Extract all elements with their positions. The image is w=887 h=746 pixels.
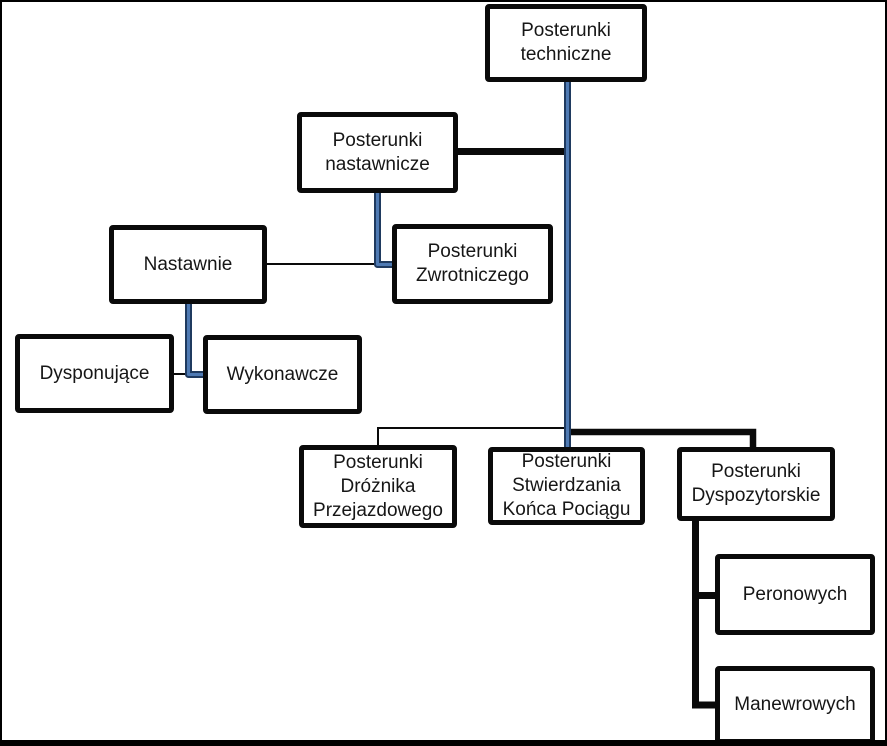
node-label: Wykonawcze xyxy=(226,363,339,385)
node-label: Nastawnie xyxy=(143,253,233,275)
node-label: Posterunki Zwrotniczego xyxy=(416,241,529,286)
node-peronowych: Peronowych xyxy=(715,554,875,635)
node-posterunki-dyspozytorskie: Posterunki Dyspozytorskie xyxy=(677,447,835,521)
node-wykonawcze: Wykonawcze xyxy=(203,335,362,414)
node-label: Peronowych xyxy=(742,583,848,605)
node-label: Posterunki techniczne xyxy=(520,20,612,65)
node-posterunki-stwierdzania-konca-pociagu: Posterunki Stwierdzania Końca Pociągu xyxy=(488,447,645,525)
node-posterunki-techniczne: Posterunki techniczne xyxy=(485,4,647,82)
connector-dyspozytorskie-to-children xyxy=(692,520,716,709)
connector-nastawnicze-zwrotniczego-inner xyxy=(376,193,393,266)
connector-branch-to-dyspozytorskie xyxy=(566,428,757,448)
node-label: Posterunki Dyspozytorskie xyxy=(691,461,821,506)
node-manewrowych: Manewrowych xyxy=(715,666,875,740)
connector-nastawnie-wykonawcze-outer xyxy=(185,304,204,378)
node-dysponujace: Dysponujące xyxy=(15,334,174,413)
connector-nastawnicze-zwrotniczego-outer xyxy=(374,193,393,268)
node-nastawnie: Nastawnie xyxy=(109,225,267,304)
node-label: Manewrowych xyxy=(734,694,856,715)
connector-branch-to-drozhnika xyxy=(377,427,567,446)
node-label: Posterunki nastawnicze xyxy=(325,129,430,175)
connector-blue-group xyxy=(185,82,571,448)
node-label: Posterunki Dróżnika Przejazdowego xyxy=(313,451,443,521)
node-label: Dysponujące xyxy=(39,362,150,384)
node-label: Posterunki Stwierdzania Końca Pociągu xyxy=(502,451,631,520)
node-posterunki-nastawnicze: Posterunki nastawnicze xyxy=(297,112,458,193)
node-posterunki-drozhnika-przejazdowego: Posterunki Dróżnika Przejazdowego xyxy=(299,445,457,528)
connector-nastawnie-wykonawcze-inner xyxy=(187,304,204,376)
node-posterunki-zwrotniczego: Posterunki Zwrotniczego xyxy=(392,224,553,304)
